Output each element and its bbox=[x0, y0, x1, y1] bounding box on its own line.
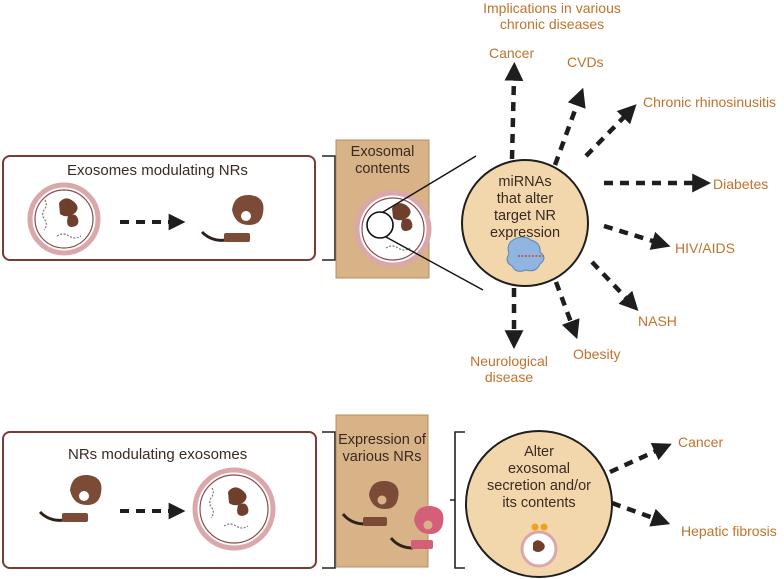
implications-line-1: Implications in various bbox=[483, 0, 621, 16]
label-cvds: CVDs bbox=[567, 54, 604, 70]
neurological-line-2: disease bbox=[484, 369, 534, 385]
arrow-hiv-aids bbox=[603, 223, 671, 250]
neurological-line-1: Neurological bbox=[470, 353, 548, 369]
exosome-icon bbox=[192, 467, 276, 551]
arrow-bottom-cancer bbox=[609, 442, 672, 475]
bracket-bottom-right bbox=[450, 431, 465, 569]
exosomal-contents-line-1: Exosomal bbox=[350, 144, 415, 160]
zoom-line-bottom bbox=[385, 236, 484, 291]
label-nash: NASH bbox=[638, 313, 677, 329]
arrow-cancer bbox=[504, 61, 524, 160]
mirna-line-3: target NR bbox=[493, 208, 557, 224]
alter-circle-text: Alter exosomal secretion and/or its cont… bbox=[479, 444, 599, 512]
arrow-cvds bbox=[552, 87, 586, 166]
label-hiv-aids: HIV/AIDS bbox=[675, 240, 735, 256]
expression-line-1: Expression of bbox=[338, 432, 426, 448]
zoom-line-top bbox=[382, 155, 477, 213]
arrow-nash bbox=[590, 260, 639, 311]
mirna-line-4: expression bbox=[489, 225, 561, 241]
nuclear-receptor-brown-icon bbox=[341, 480, 399, 526]
expression-label: Expression of various NRs bbox=[336, 432, 428, 466]
arrow-hepatic-fibrosis bbox=[611, 500, 671, 527]
alter-line-3: secretion and/or bbox=[487, 478, 591, 494]
exosomal-contents-label: Exosomal contents bbox=[336, 144, 429, 178]
exosomal-contents-line-2: contents bbox=[355, 161, 410, 177]
nuclear-receptor-icon bbox=[200, 194, 264, 242]
mirna-line-2: that alter bbox=[496, 191, 554, 207]
small-exosome-icon bbox=[520, 523, 558, 568]
label-chronic-rhinosinusitis: Chronic rhinosinusitis bbox=[643, 94, 777, 110]
label-bottom-cancer: Cancer bbox=[678, 434, 724, 450]
outcome-arrows bbox=[609, 442, 672, 527]
label-neurological-disease: Neurological disease bbox=[459, 353, 559, 385]
mirna-circle bbox=[461, 159, 589, 287]
label-cancer: Cancer bbox=[489, 45, 535, 61]
mirna-circle-text: miRNAs that alter target NR expression bbox=[475, 174, 575, 242]
expression-line-2: various NRs bbox=[342, 449, 422, 465]
label-diabetes: Diabetes bbox=[713, 176, 769, 192]
alter-line-2: exosomal bbox=[507, 461, 571, 477]
bottom-panel-title: NRs modulating exosomes bbox=[68, 446, 248, 463]
zoom-circle bbox=[366, 211, 394, 239]
nuclear-receptor-icon bbox=[38, 474, 102, 522]
label-obesity: Obesity bbox=[573, 346, 621, 362]
arrow-obesity bbox=[553, 281, 580, 340]
label-hepatic-fibrosis: Hepatic fibrosis bbox=[681, 523, 777, 539]
mirna-complex-icon bbox=[506, 236, 545, 272]
nuclear-receptor-pink-icon bbox=[389, 505, 444, 550]
radiating-arrows bbox=[504, 61, 712, 350]
arrow-chronic-rhinosinusitis bbox=[584, 104, 637, 158]
implications-line-2: chronic diseases bbox=[499, 16, 605, 32]
alter-line-4: its contents bbox=[502, 495, 576, 511]
implications-header: Implications in various chronic diseases bbox=[462, 0, 642, 32]
exosome-icon bbox=[27, 182, 101, 256]
alter-line-1: Alter bbox=[524, 444, 554, 460]
mirna-line-1: miRNAs bbox=[498, 174, 552, 190]
top-panel-title: Exosomes modulating NRs bbox=[67, 162, 248, 179]
